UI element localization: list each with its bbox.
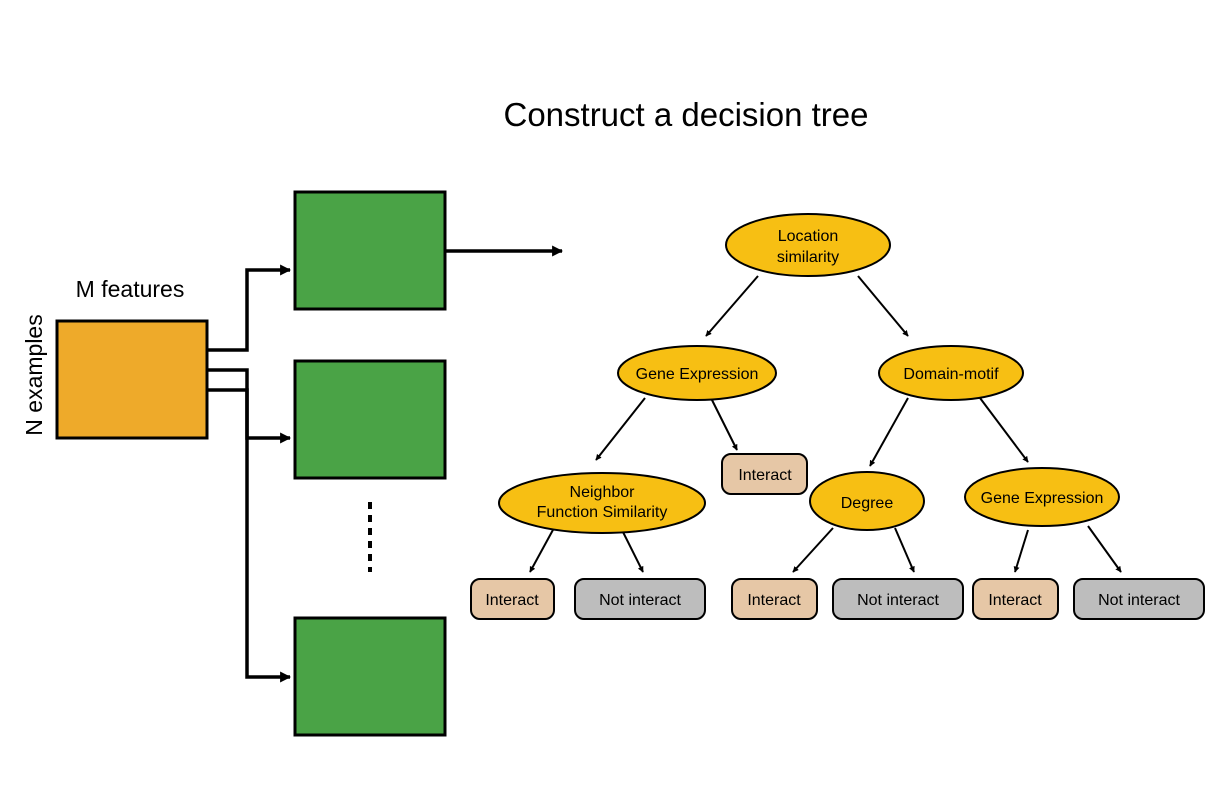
bootstrap-connectors (207, 264, 292, 683)
gene-expression-left-ellipse (617, 345, 777, 401)
root-ellipse (725, 213, 891, 277)
edge-degree-leaf3 (792, 527, 834, 573)
edge-left-leaf (711, 399, 738, 451)
connector-to-subset-1 (207, 264, 292, 352)
interact-middle-box (721, 453, 808, 495)
tree-leaf: Interact (972, 578, 1059, 620)
leaf-label-2: Not interact (599, 592, 681, 609)
leaf-label-3: Interact (747, 592, 801, 609)
tree-leaf: Interact (470, 578, 555, 620)
edge-leftleft-leaf2 (621, 529, 644, 573)
leaf-box-3 (731, 578, 818, 620)
edge-root-left (705, 275, 759, 337)
edge-root-right (857, 275, 909, 337)
tree-node-gene-expression-right: Gene Expression (964, 467, 1120, 527)
domain-motif-label: Domain-motif (903, 366, 999, 383)
root-label-line2: similarity (777, 249, 839, 266)
edge-geneexp-leaf5 (1013, 529, 1029, 573)
tree-leaf: Interact (731, 578, 818, 620)
root-label-line1: Location (778, 228, 839, 245)
gene-expression-right-label: Gene Expression (981, 490, 1104, 507)
tree-node-gene-expression-left: Gene Expression (617, 345, 777, 401)
gene-expression-left-label: Gene Expression (636, 366, 759, 383)
data-matrix (55, 319, 209, 440)
neighbor-function-line2: Function Similarity (537, 504, 668, 521)
degree-ellipse (809, 471, 925, 531)
tree-leaf: Not interact (1073, 578, 1205, 620)
tree-edges (529, 275, 1122, 573)
connector-to-subset-3 (207, 388, 292, 683)
leaf-box-1 (470, 578, 555, 620)
bootstrap-subset-2 (293, 359, 447, 480)
edge-degree-leaf4 (894, 527, 915, 573)
edge-leftleft-leaf1 (529, 527, 555, 573)
edge-geneexp-leaf6 (1087, 525, 1122, 573)
bootstrap-subset-3 (293, 616, 447, 737)
interact-middle-label: Interact (738, 467, 792, 484)
leaf-box-4 (832, 578, 964, 620)
m-features-label: M features (76, 276, 185, 302)
tree-leaf: Not interact (574, 578, 706, 620)
edge-right-geneexp (979, 397, 1029, 463)
page-title: Construct a decision tree (503, 96, 868, 133)
tree-node-degree: Degree (809, 471, 925, 531)
leaf-box-2 (574, 578, 706, 620)
gene-expression-right-ellipse (964, 467, 1120, 527)
tree-node-root: Location similarity (725, 213, 891, 277)
neighbor-function-ellipse (498, 472, 706, 534)
leaf-box-5 (972, 578, 1059, 620)
tree-node-domain-motif: Domain-motif (878, 345, 1024, 401)
tree-node-neighbor-function: Neighbor Function Similarity (498, 472, 706, 534)
domain-motif-ellipse (878, 345, 1024, 401)
leaf-label-5: Interact (988, 592, 1042, 609)
degree-label: Degree (841, 495, 894, 512)
neighbor-function-line1: Neighbor (570, 484, 636, 501)
bootstrap-subset-1 (293, 190, 447, 311)
leaf-box-6 (1073, 578, 1205, 620)
leaf-label-4: Not interact (857, 592, 939, 609)
leaf-label-6: Not interact (1098, 592, 1180, 609)
tree-leaf-interact-middle: Interact (721, 453, 808, 495)
tree-leaf: Not interact (832, 578, 964, 620)
n-examples-label: N examples (21, 314, 47, 435)
edge-left-leftleft (595, 397, 646, 461)
leaf-label-1: Interact (485, 592, 539, 609)
edge-right-degree (869, 397, 909, 467)
